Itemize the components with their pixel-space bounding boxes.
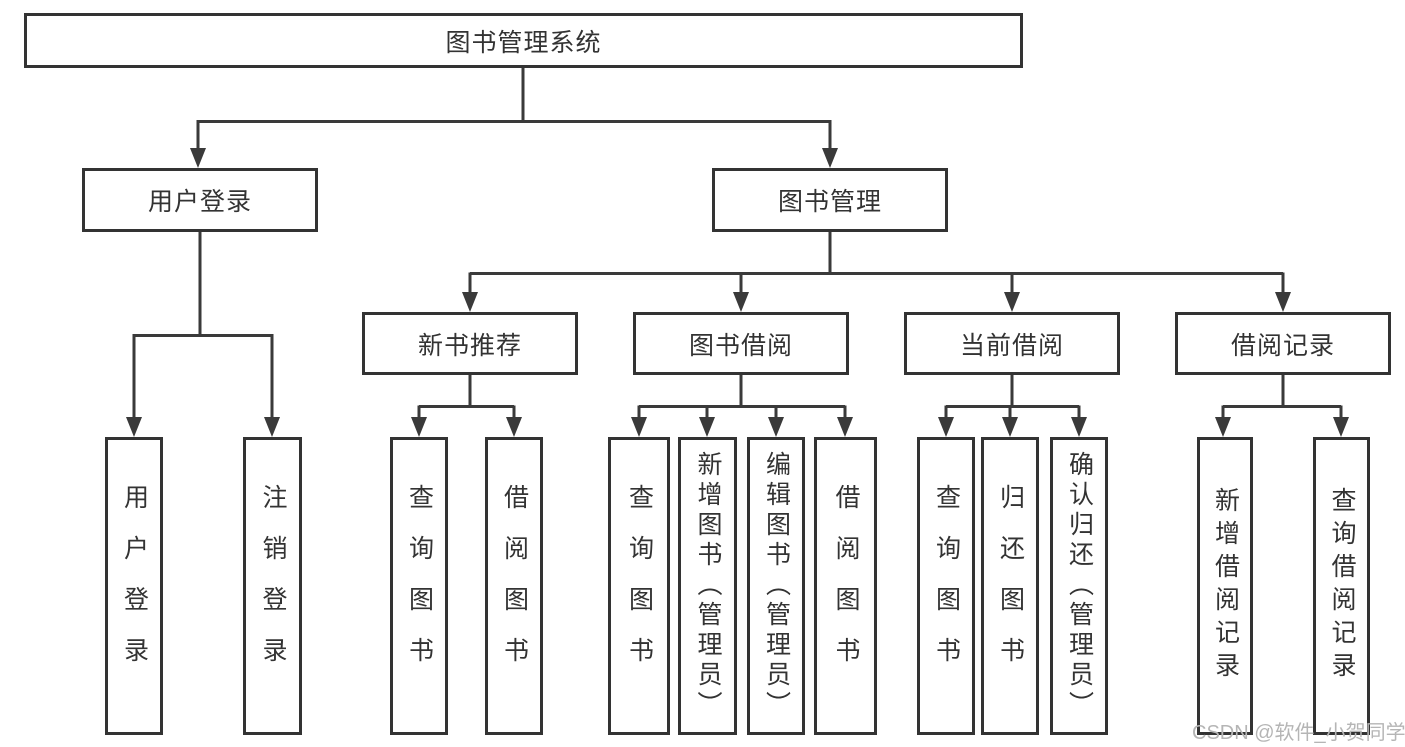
node-label: 图书管理 bbox=[777, 188, 882, 216]
connector-current-borrowing bbox=[944, 375, 1081, 418]
leaf-query-books-borrowing: 查询图书 bbox=[608, 437, 670, 735]
node-new-book-recommend: 新书推荐 bbox=[362, 312, 578, 375]
node-label: 图书管理系统 bbox=[445, 28, 602, 57]
leaf-label: 注销登录 bbox=[259, 484, 287, 688]
connector-user-login bbox=[132, 232, 274, 418]
leaf-query-books-recommend: 查询图书 bbox=[390, 437, 448, 735]
node-borrow-records: 借阅记录 bbox=[1175, 312, 1391, 375]
connector-root bbox=[196, 68, 832, 149]
leaf-borrow-books-recommend: 借阅图书 bbox=[485, 437, 543, 735]
leaf-label: 借阅图书 bbox=[832, 484, 860, 688]
node-label: 用户登录 bbox=[147, 188, 252, 216]
connector-root-arrowheads bbox=[190, 148, 838, 168]
connector-new-book-recommend-arrowheads bbox=[411, 417, 522, 437]
leaf-confirm-return-admin: 确认归还（管理员） bbox=[1050, 437, 1108, 735]
node-root: 图书管理系统 bbox=[24, 13, 1023, 68]
connector-user-login-arrowheads bbox=[126, 417, 280, 437]
node-book-management: 图书管理 bbox=[712, 168, 948, 232]
connector-book-management bbox=[468, 232, 1285, 293]
node-label: 当前借阅 bbox=[959, 331, 1064, 360]
node-user-login: 用户登录 bbox=[82, 168, 318, 232]
leaf-label: 新增图书（管理员） bbox=[694, 451, 722, 721]
connector-borrow-records bbox=[1221, 375, 1343, 418]
connector-current-borrowing-arrowheads bbox=[938, 417, 1087, 437]
leaf-query-borrow-record: 查询借阅记录 bbox=[1313, 437, 1370, 735]
leaf-add-borrow-record: 新增借阅记录 bbox=[1197, 437, 1253, 735]
leaf-label: 查询图书 bbox=[405, 484, 434, 688]
leaf-edit-books-admin: 编辑图书（管理员） bbox=[747, 437, 805, 735]
leaf-label: 借阅图书 bbox=[500, 484, 529, 688]
leaf-label: 归还图书 bbox=[996, 484, 1025, 688]
leaf-label: 查询图书 bbox=[625, 484, 654, 688]
node-book-borrowing: 图书借阅 bbox=[633, 312, 849, 375]
node-label: 新书推荐 bbox=[417, 331, 522, 360]
leaf-logout-login: 注销登录 bbox=[243, 437, 302, 735]
connector-book-borrowing bbox=[637, 375, 847, 418]
node-label: 借阅记录 bbox=[1230, 331, 1335, 360]
leaf-label: 确认归还（管理员） bbox=[1065, 451, 1094, 721]
watermark: CSDN @软件_小贺同学 bbox=[1192, 722, 1405, 744]
leaf-query-books-current: 查询图书 bbox=[917, 437, 975, 735]
leaf-label: 编辑图书（管理员） bbox=[762, 451, 791, 721]
leaf-label: 新增借阅记录 bbox=[1211, 487, 1240, 685]
connector-new-book-recommend bbox=[417, 375, 516, 418]
leaf-label: 查询借阅记录 bbox=[1328, 487, 1356, 685]
node-label: 图书借阅 bbox=[688, 331, 793, 360]
leaf-user-login: 用户登录 bbox=[105, 437, 163, 735]
leaf-return-books: 归还图书 bbox=[981, 437, 1039, 735]
leaf-add-books-admin: 新增图书（管理员） bbox=[678, 437, 737, 735]
leaf-label: 查询图书 bbox=[932, 484, 961, 688]
connector-book-management-arrowheads bbox=[462, 292, 1291, 312]
leaf-label: 用户登录 bbox=[120, 484, 149, 688]
node-current-borrowing: 当前借阅 bbox=[904, 312, 1120, 375]
connector-borrow-records-arrowheads bbox=[1215, 417, 1349, 437]
connector-book-borrowing-arrowheads bbox=[631, 417, 853, 437]
leaf-borrow-books-borrowing: 借阅图书 bbox=[814, 437, 877, 735]
